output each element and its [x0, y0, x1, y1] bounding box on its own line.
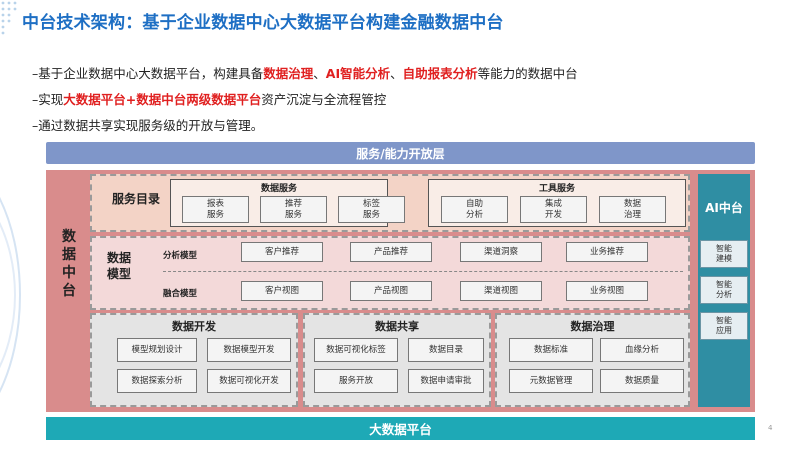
service-catalog-label: 服务目录	[112, 192, 161, 206]
data-catalog-box[interactable]: 数据目录	[408, 338, 484, 362]
tag-service-box[interactable]: 标签 服务	[338, 196, 405, 223]
bullet-text: –基于企业数据中心大数据平台，构建具备	[32, 66, 264, 81]
bullet-text: 、	[390, 66, 403, 81]
analysis-model-label: 分析模型	[163, 251, 198, 261]
highlight-text: 数据治理	[263, 66, 314, 81]
business-recommend-box[interactable]: 业务推荐	[566, 242, 648, 262]
left-arc-decoration	[0, 196, 21, 394]
bullet-text: 等能力的数据中台	[477, 66, 578, 81]
business-view-box[interactable]: 业务视图	[566, 281, 648, 301]
data-exploration-box[interactable]: 数据探索分析	[117, 369, 197, 393]
bullet-3: –通过数据共享实现服务级的开放与管理。	[32, 115, 263, 134]
product-recommend-box[interactable]: 产品推荐	[350, 242, 432, 262]
data-request-approval-box[interactable]: 数据申请审批	[408, 369, 484, 393]
visualization-tag-box[interactable]: 数据可视化标签	[314, 338, 398, 362]
bullet-text: –实现	[32, 92, 64, 107]
self-analysis-box[interactable]: 自助 分析	[441, 196, 508, 223]
data-governance-title: 数据治理	[570, 320, 615, 333]
bullet-text: –通过数据共享实现服务级的开放与管理。	[32, 118, 264, 133]
smart-application-box[interactable]: 智能 应用	[700, 312, 748, 340]
bullet-1: –基于企业数据中心大数据平台，构建具备数据治理、AI智能分析、自助报表分析等能力…	[32, 63, 578, 82]
bullet-text: 、	[313, 66, 326, 81]
data-sharing-title: 数据共享	[375, 320, 419, 333]
big-data-platform-bar: 大数据平台	[46, 417, 755, 440]
data-development-title: 数据开发	[172, 320, 216, 333]
data-services-title: 数据服务	[260, 184, 297, 194]
page-number: 4	[768, 424, 773, 432]
data-standard-box[interactable]: 数据标准	[509, 338, 593, 362]
recommend-service-box[interactable]: 推荐 服务	[260, 196, 327, 223]
data-model-label: 数据 模型	[107, 251, 132, 281]
page-title: 中台技术架构：基于企业数据中心大数据平台构建金融数据中台	[22, 13, 504, 33]
model-development-box[interactable]: 数据模型开发	[207, 338, 291, 362]
bullet-text: 资产沉淀与全流程管控	[261, 92, 387, 107]
tool-services-title: 工具服务	[538, 184, 575, 194]
channel-view-box[interactable]: 渠道视图	[460, 281, 542, 301]
customer-recommend-box[interactable]: 客户推荐	[241, 242, 323, 262]
product-view-box[interactable]: 产品视图	[350, 281, 432, 301]
highlight-text: 自助报表分析	[402, 66, 478, 81]
metadata-management-box[interactable]: 元数据管理	[509, 369, 593, 393]
report-service-box[interactable]: 报表 服务	[182, 196, 249, 223]
bullet-2: –实现大数据平台+数据中台两级数据平台资产沉淀与全流程管控	[32, 89, 386, 108]
data-quality-box[interactable]: 数据质量	[600, 369, 684, 393]
visualization-dev-box[interactable]: 数据可视化开发	[207, 369, 291, 393]
lineage-analysis-box[interactable]: 血缘分析	[600, 338, 684, 362]
smart-analysis-box[interactable]: 智能 分析	[700, 276, 748, 304]
data-governance-service-box[interactable]: 数据 治理	[599, 196, 666, 223]
model-planning-box[interactable]: 模型规划设计	[117, 338, 197, 362]
highlight-text: AI智能分析	[325, 66, 391, 81]
smart-modeling-box[interactable]: 智能 建模	[700, 240, 748, 268]
highlight-text: 大数据平台+数据中台两级数据平台	[63, 92, 262, 107]
customer-view-box[interactable]: 客户视图	[241, 281, 323, 301]
channel-insight-box[interactable]: 渠道洞察	[460, 242, 542, 262]
service-open-box[interactable]: 服务开放	[314, 369, 398, 393]
data-middle-platform-label: 数 据 中 台	[62, 229, 76, 299]
service-capability-layer-bar: 服务/能力开放层	[46, 142, 755, 164]
integration-dev-box[interactable]: 集成 开发	[520, 196, 587, 223]
corner-dots-decoration	[1, 1, 17, 35]
fusion-model-label: 融合模型	[163, 289, 198, 299]
ai-platform-title: AI中台	[705, 201, 743, 215]
